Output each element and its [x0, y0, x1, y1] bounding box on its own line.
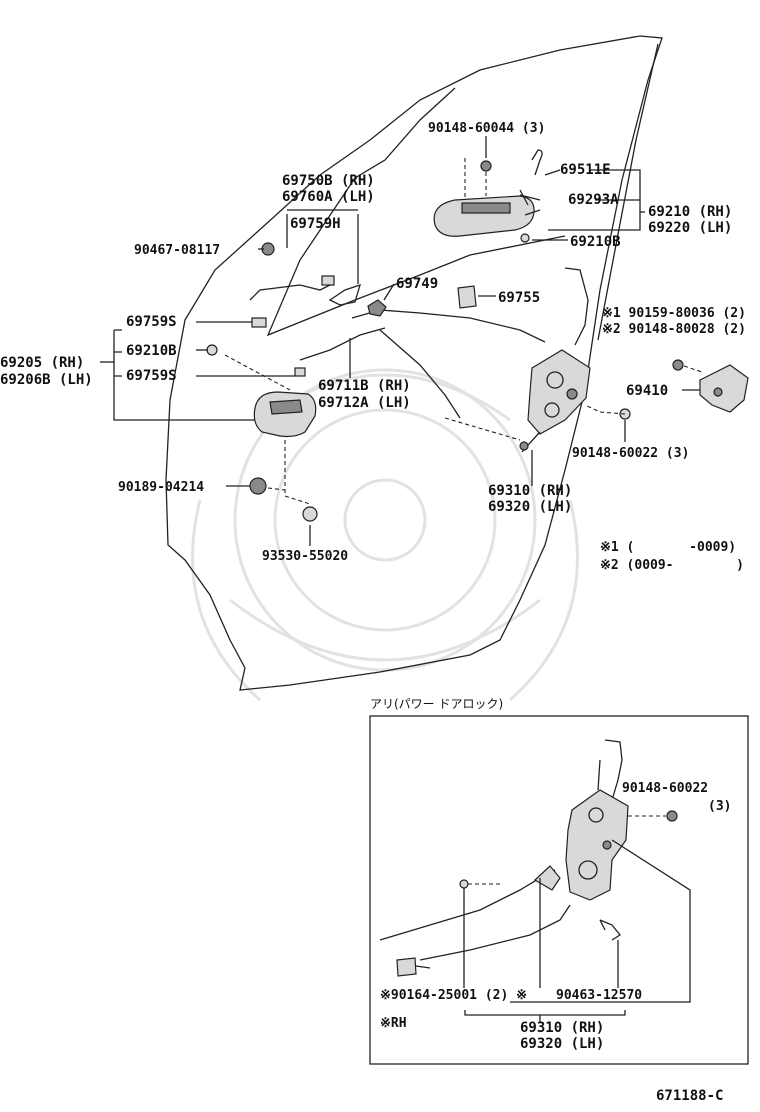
label-69410: 69410	[626, 383, 669, 399]
label-69205-rh: 69205 (RH)	[0, 355, 85, 371]
label-90189-04214: 90189-04214	[118, 480, 205, 495]
label-69759s-a: 69759S	[126, 314, 177, 330]
rods	[249, 267, 589, 419]
label-69759s-b: 69759S	[126, 368, 177, 384]
lock-assembly	[519, 349, 591, 453]
note-1: ※1 ( -0009)	[600, 540, 737, 555]
label-69206b-lh: 69206B (LH)	[0, 372, 93, 388]
inset-power-door-lock	[369, 715, 749, 1065]
label-90148-60044: 90148-60044 (3)	[428, 121, 546, 136]
drawing-number: 671188-C	[656, 1088, 724, 1104]
label-93530-55020: 93530-55020	[262, 549, 349, 564]
label-69511e: 69511E	[560, 162, 611, 178]
inset-label-90463-12570: 90463-12570	[556, 988, 643, 1003]
inset-label-90164-25001: ※90164-25001 (2) ※	[380, 988, 528, 1003]
label-69220-lh: 69220 (LH)	[648, 220, 733, 236]
label-69310-rh: 69310 (RH)	[488, 483, 573, 499]
inside-handle	[253, 391, 317, 438]
label-69210b-top: 69210B	[570, 234, 621, 250]
leader-lines	[100, 136, 700, 546]
label-90148-80028: ※2 90148-80028 (2)	[602, 322, 746, 337]
door-outline	[165, 35, 663, 691]
label-90148-60022: 90148-60022 (3)	[572, 446, 690, 461]
label-69750b: 69750B (RH)	[282, 173, 375, 189]
inset-label-rh: ※RH	[380, 1016, 407, 1031]
note-2: ※2 (0009- )	[600, 558, 744, 573]
label-69293a: 69293A	[568, 192, 619, 208]
label-90467-08117: 90467-08117	[134, 243, 221, 258]
label-69759h: 69759H	[290, 216, 341, 232]
label-69711b: 69711B (RH)	[318, 378, 411, 394]
label-69712a: 69712A (LH)	[318, 395, 411, 411]
watermark-emblem	[191, 368, 579, 702]
small-parts	[206, 242, 684, 522]
label-69320-lh: 69320 (LH)	[488, 499, 573, 515]
lock-protector	[699, 364, 749, 413]
label-69210-rh: 69210 (RH)	[648, 204, 733, 220]
inset-label-qty-3: (3)	[708, 799, 732, 814]
dashed-connectors	[224, 354, 703, 505]
label-69760a: 69760A (LH)	[282, 189, 375, 205]
label-90159-80036: ※1 90159-80036 (2)	[602, 306, 746, 321]
outside-handle	[433, 149, 543, 243]
label-69755: 69755	[498, 290, 541, 306]
inset-label-90148-60022: 90148-60022	[622, 781, 709, 796]
inset-title: アリ(パワー ドアロック)	[370, 697, 504, 711]
label-69210b-left: 69210B	[126, 343, 177, 359]
inset-label-69310: 69310 (RH)	[520, 1020, 605, 1036]
label-69749: 69749	[396, 276, 439, 292]
inset-label-69320: 69320 (LH)	[520, 1036, 605, 1052]
